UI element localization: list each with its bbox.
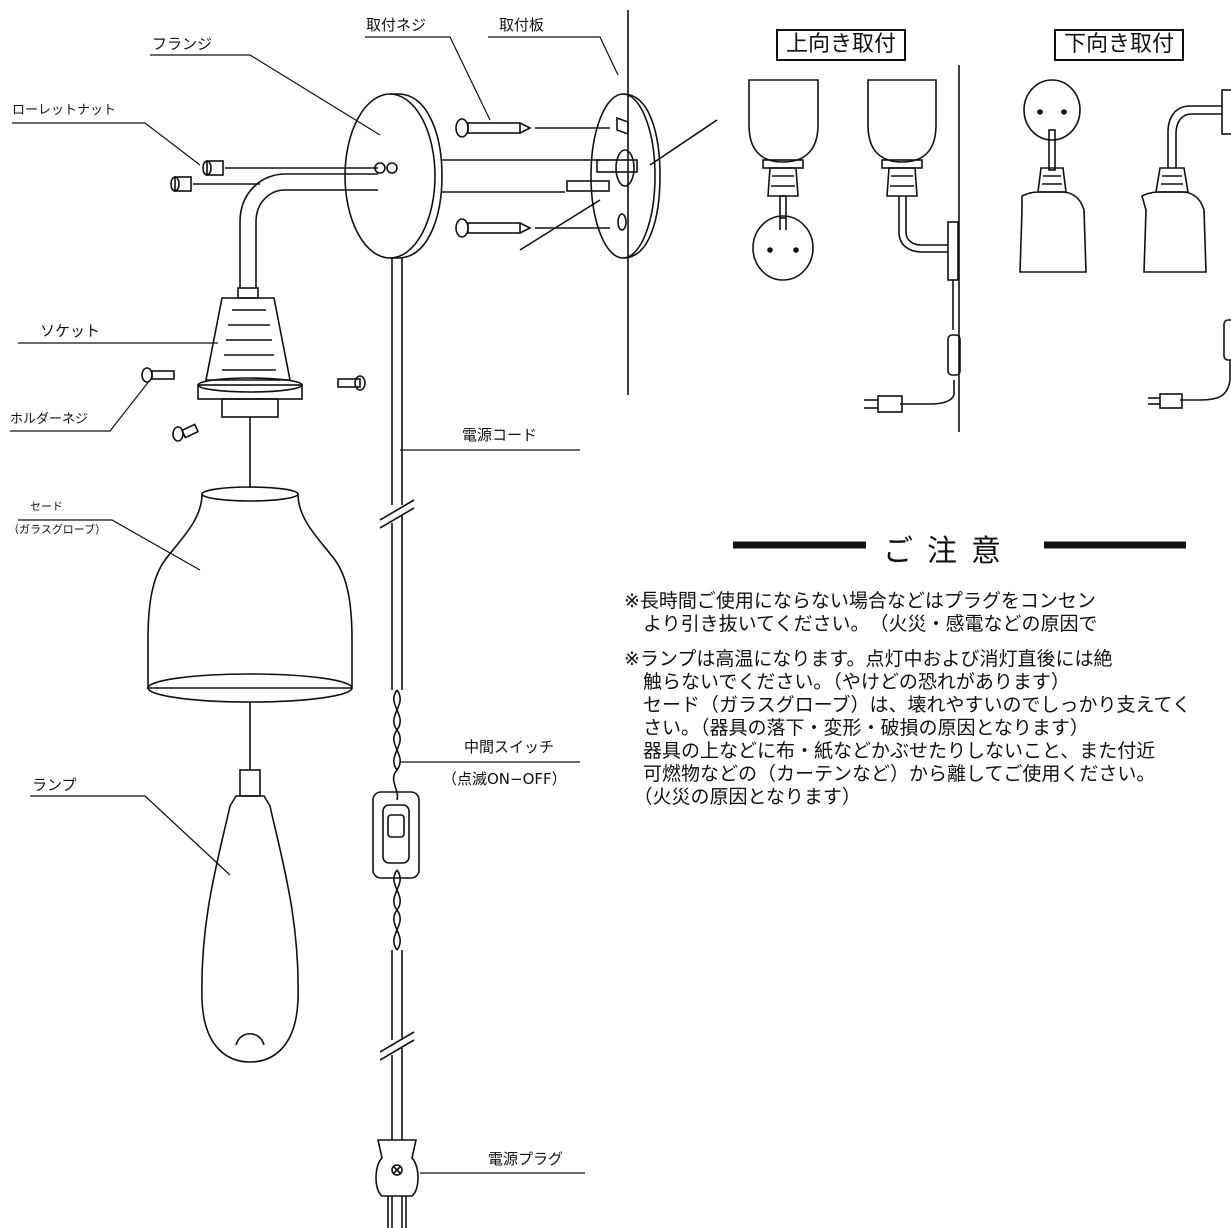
downward-mount-figure-a (1019, 79, 1087, 273)
notice-line: 器具の上などに布・紙などかぶせたりしないこと、また付近 (624, 740, 1156, 762)
arm-tube (239, 173, 378, 288)
leader-lines (10, 36, 619, 1174)
notice-line: ※長時間ご使用にならない場合などはプラグをコンセン (624, 590, 1096, 612)
notice-line: ※ランプは高温になります。点灯中および消灯直後には絶 (624, 648, 1113, 670)
notice-line: セード（ガラスグローブ）は、壊れやすいのでしっかり支えてく (624, 694, 1191, 716)
notice-line: より引き抜いてください。 （火災・感電などの原因で (624, 613, 1098, 635)
label-shade-line1: セード (30, 500, 63, 513)
label-mounting-plate: 取付板 (499, 16, 545, 34)
label-socket: ソケット (40, 322, 101, 340)
inline-switch (372, 791, 420, 879)
label-power-plug: 電源プラグ (488, 1150, 564, 1168)
glass-shade (147, 486, 353, 703)
label-flange: フランジ (152, 35, 213, 53)
notice-line: 触らないでください。（やけどの恐れがあります） (624, 671, 1070, 693)
downward-mount-title: 下向き取付 (1054, 29, 1185, 62)
notice-line: 可燃物などの（カーテンなど）から離してご使用ください。 (624, 763, 1156, 785)
label-lamp: ランプ (32, 776, 77, 794)
power-plug (375, 1139, 419, 1228)
upward-mount-figure-b (864, 65, 961, 432)
label-knurled-nut: ローレットナット (12, 103, 117, 118)
notice-title: ご注意 (883, 534, 1015, 569)
notice-body: ※長時間ご使用にならない場合などはプラグをコンセン より引き抜いてください。 （… (624, 590, 1231, 880)
downward-mount-figure-b (1141, 89, 1231, 409)
label-inline-switch: 中間スイッチ (464, 738, 555, 756)
label-shade-line2: （ガラスグローブ） (8, 523, 107, 536)
notice-line: （火災の原因となります） (624, 786, 861, 808)
label-holder-screw: ホルダーネジ (10, 412, 89, 427)
knurled-nut (170, 159, 600, 193)
label-mounting-screw: 取付ネジ (366, 16, 427, 34)
flange (344, 93, 443, 259)
notice-line: さい。（器具の落下・変形・破損の原因となります） (624, 717, 1089, 739)
holder-screw (141, 367, 366, 442)
socket (197, 287, 303, 418)
upward-mount-title: 上向き取付 (776, 29, 907, 62)
mounting-screw (455, 118, 638, 251)
label-inline-switch-sub: （点滅ON−OFF） (442, 770, 567, 788)
mounting-plate (590, 93, 661, 259)
label-power-cord: 電源コード (462, 426, 538, 444)
lamp-bulb (201, 769, 299, 1063)
upward-mount-figure-a (748, 79, 819, 281)
power-cord (379, 258, 415, 1140)
